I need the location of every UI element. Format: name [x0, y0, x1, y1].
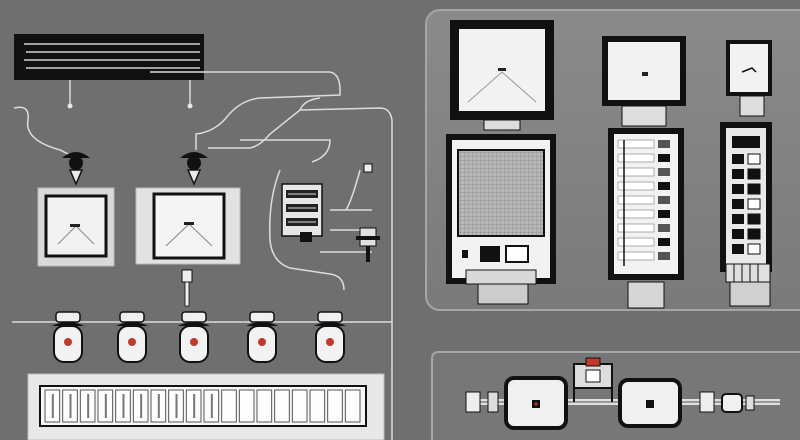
valve-icon: [699, 391, 755, 413]
monitor-icon: [450, 20, 554, 131]
meter-cell: [256, 389, 273, 423]
plug-icon: [181, 269, 193, 307]
meter-cell: [238, 389, 255, 423]
meter-cell: [327, 389, 343, 423]
meter-strip-icon: [27, 373, 385, 440]
sensor-unit-icon: [116, 311, 148, 363]
tower-unit-icon: [608, 128, 684, 309]
pipe-panel: [431, 351, 800, 440]
motor-icon: [504, 376, 568, 430]
sensor-unit-icon: [178, 311, 210, 363]
pendant-lamp-icon: [62, 152, 90, 186]
meter-cell: [221, 389, 237, 423]
meter-cell: [344, 389, 361, 423]
sensor-unit-icon: [314, 311, 346, 363]
control-cabinet-icon: [720, 122, 772, 307]
monitor-icon: [726, 40, 772, 117]
meter-cell: [309, 389, 326, 423]
coupling-icon: [573, 357, 613, 402]
meter-cell: [274, 389, 290, 423]
tall-monitor-icon: [602, 36, 686, 127]
sensor-unit-icon: [52, 311, 84, 363]
striped-label-plate-icon: [14, 34, 204, 80]
control-cabinet-icon: [446, 134, 556, 305]
pendant-lamp-icon: [180, 152, 208, 186]
framed-display-icon: [37, 187, 115, 267]
junction-box-icon: [281, 183, 323, 242]
framed-display-icon: [135, 187, 241, 265]
sensor-row: [52, 311, 346, 363]
sensor-unit-icon: [246, 311, 278, 363]
meter-cell: [291, 389, 308, 423]
motor-icon: [618, 378, 682, 428]
valve-icon: [356, 163, 380, 262]
